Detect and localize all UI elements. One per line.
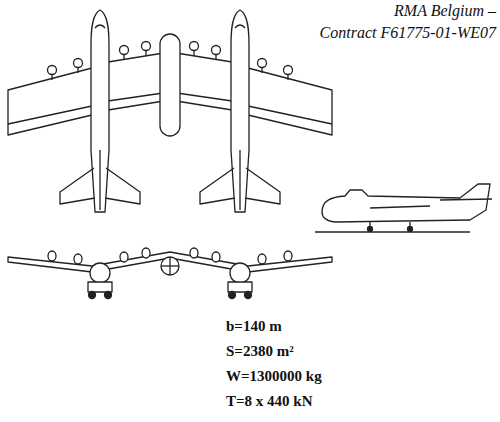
weight-spec: W=1300000 kg (226, 368, 322, 385)
side-view (315, 184, 492, 232)
span-spec: b=140 m (226, 318, 282, 335)
front-view (8, 248, 332, 299)
area-spec: S=2380 m² (226, 343, 294, 360)
source-note: RMA Belgium – (394, 2, 496, 20)
thrust-spec: T=8 x 440 kN (226, 393, 312, 410)
top-view (8, 10, 332, 212)
contract-note: Contract F61775-01-WE07 (320, 24, 496, 42)
